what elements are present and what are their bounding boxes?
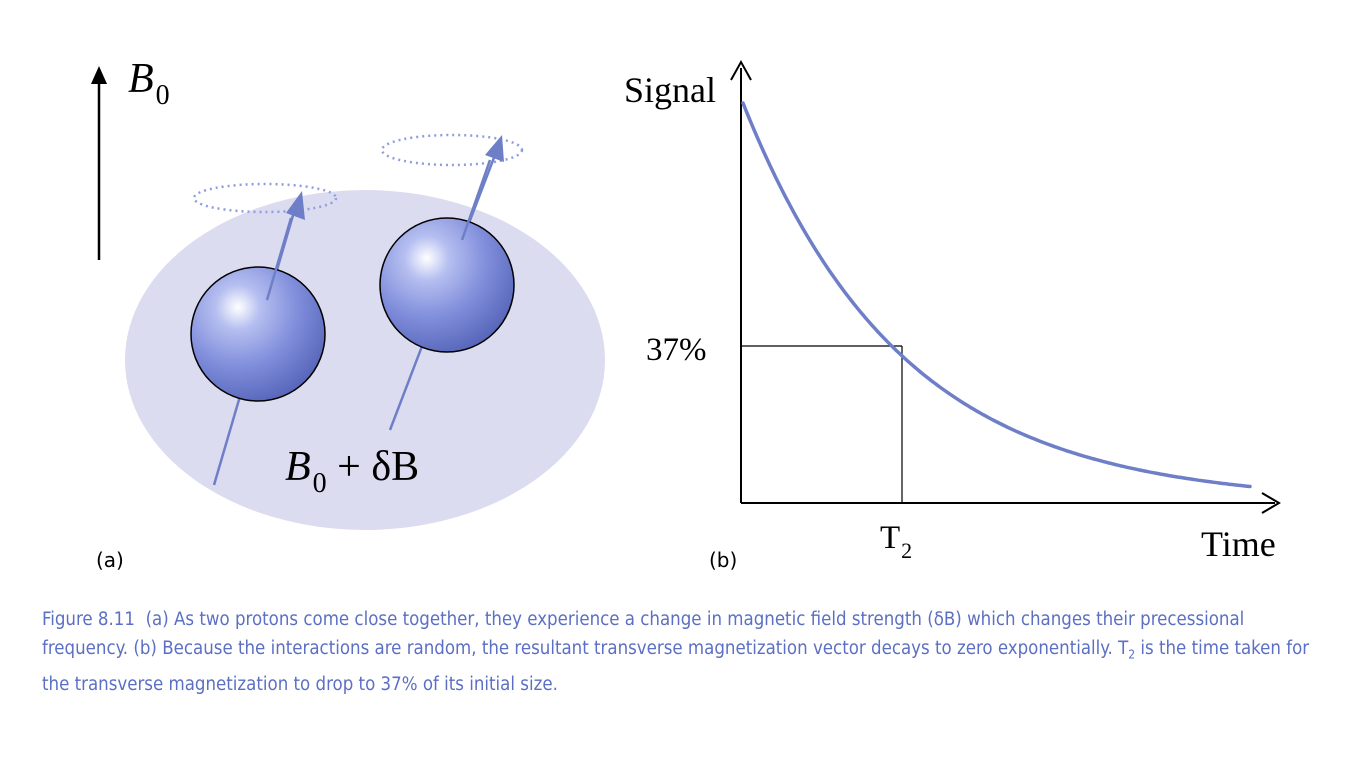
figure-number: Figure 8.11 <box>42 609 135 630</box>
proton-right <box>379 133 524 431</box>
precession-orbit-left <box>192 182 338 214</box>
x-axis <box>741 492 1281 514</box>
proton-sphere-right <box>379 217 515 353</box>
marker-t2-label: T2 <box>880 520 912 563</box>
panel-b-label: (b) <box>709 548 737 572</box>
x-axis-label: Time <box>1201 524 1276 564</box>
spin-arrowhead-left <box>286 191 305 220</box>
panel-a-diagram: B0 B0 + δB <box>91 56 605 530</box>
figure-caption: Figure 8.11 (a) As two protons come clos… <box>42 605 1332 699</box>
caption-text-part1: (a) As two protons come close together, … <box>42 609 1245 659</box>
precession-orbit-right <box>380 133 524 167</box>
perturbed-field-label: B0 + δB <box>285 444 419 499</box>
proton-sphere-left <box>190 266 326 402</box>
y-axis <box>730 59 752 503</box>
spin-arrowhead-right <box>485 135 504 162</box>
marker-37-label: 37% <box>646 332 707 368</box>
caption-text-part2: is the time taken for the transverse mag… <box>42 638 1310 695</box>
b0-field-label: B0 <box>128 56 170 111</box>
figure-8-11: B0 B0 + δB Sign <box>91 56 1281 572</box>
proton-left <box>190 182 338 486</box>
decay-curve <box>741 101 1252 489</box>
caption-subscript: 2 <box>1128 647 1136 662</box>
panel-b-graph: Signal Time 37% T2 <box>624 59 1281 564</box>
b0-field-arrow <box>91 66 107 260</box>
y-axis-label: Signal <box>624 70 716 110</box>
panel-a-label: (a) <box>96 548 124 572</box>
